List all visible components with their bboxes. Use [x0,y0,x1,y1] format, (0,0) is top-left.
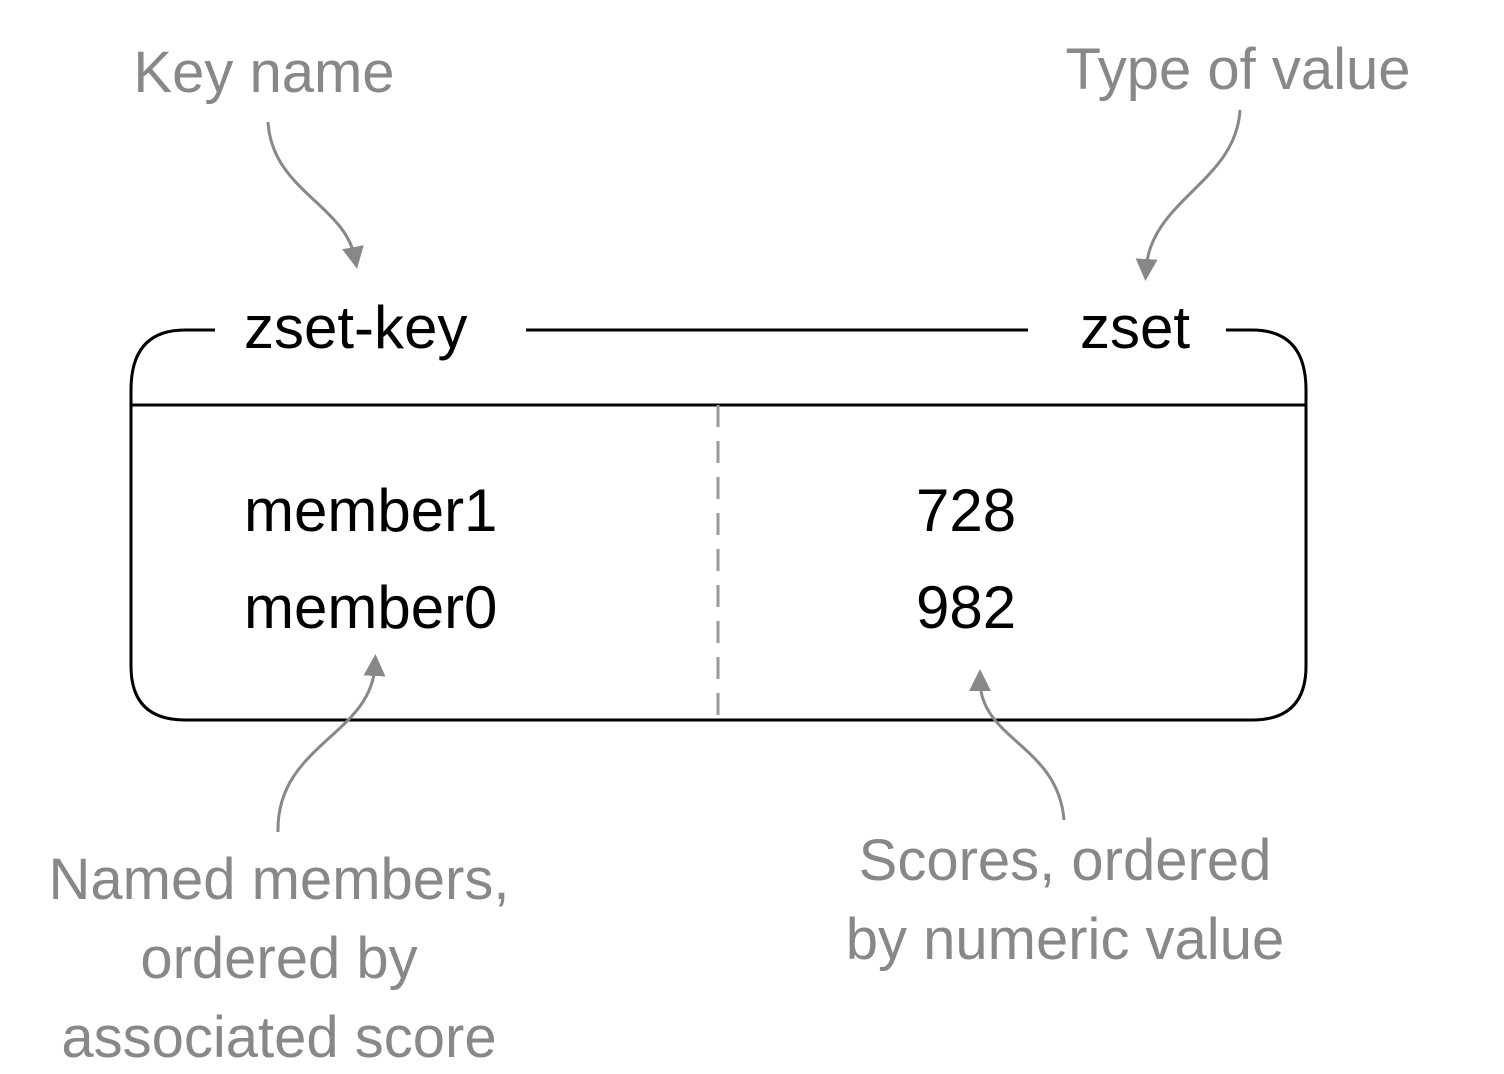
members-caption-line-1: Named members, [49,847,510,912]
score-cell: 728 [916,477,1016,544]
key-name-label: zset-key [244,294,467,361]
member-cell: member1 [244,477,497,544]
score-cell: 982 [916,574,1016,641]
key-name-annotation: Key name [133,40,394,105]
scores-arrow [969,669,1066,821]
scores-caption-line-2: by numeric value [846,907,1284,972]
members-caption-line-3: associated score [61,1005,496,1070]
scores-caption-line-1: Scores, ordered [859,828,1272,893]
type-of-value-arrow [1135,109,1242,281]
members-caption-line-2: ordered by [140,926,417,991]
type-of-value-annotation: Type of value [1066,37,1411,102]
member-cell: member0 [244,574,497,641]
value-type-label: zset [1080,294,1190,361]
members-arrow [276,654,386,833]
zset-box-outline [129,328,1308,722]
key-name-arrow [266,121,364,269]
